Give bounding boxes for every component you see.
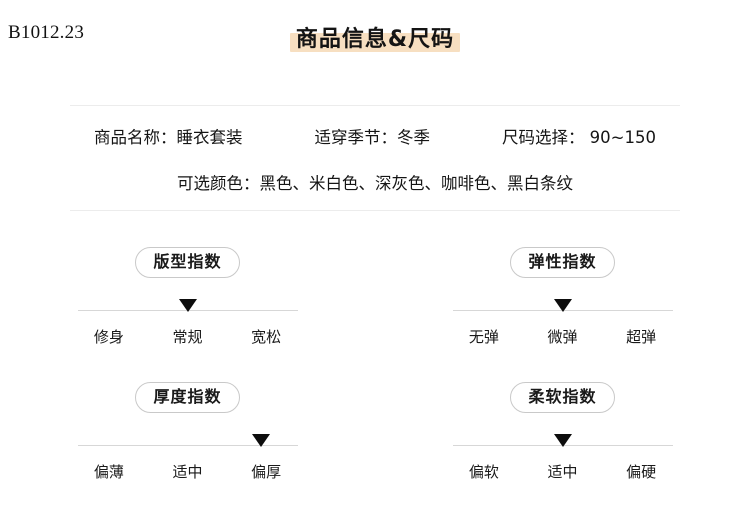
- gauge-elasticity-marker: [553, 299, 572, 312]
- info-size-range: 尺码选择： 90~150: [501, 128, 656, 147]
- gauge-thickness: 厚度指数 偏薄 适中 偏厚: [0, 375, 375, 510]
- product-colors-row: 可选颜色：黑色、米白色、深灰色、咖啡色、黑白条纹: [0, 172, 750, 196]
- info-colors: 可选颜色：黑色、米白色、深灰色、咖啡色、黑白条纹: [177, 174, 573, 193]
- gauge-thickness-line: [77, 445, 298, 446]
- index-gauges: 版型指数 修身 常规 宽松 弹性指数 无弹 微弹 超弹 厚度指数: [0, 240, 750, 510]
- gauge-elasticity: 弹性指数 无弹 微弹 超弹: [375, 240, 750, 375]
- gauge-softness-marker: [553, 434, 572, 447]
- gauge-elasticity-title: 弹性指数: [510, 247, 615, 278]
- gauge-thickness-option-2: 偏厚: [251, 463, 282, 481]
- gauge-fit-option-0: 修身: [93, 328, 124, 346]
- divider-top: [70, 105, 680, 106]
- gauge-thickness-marker: [251, 434, 270, 447]
- page-title-text: 商品信息&尺码: [295, 27, 455, 52]
- title-highlight-band: [289, 33, 461, 52]
- gauge-softness-option-1: 适中: [547, 463, 578, 481]
- gauge-fit-marker: [178, 299, 197, 312]
- gauge-thickness-labels: 偏薄 适中 偏厚: [70, 461, 306, 483]
- gauge-softness-title: 柔软指数: [510, 382, 615, 413]
- gauge-softness-track: [452, 431, 673, 457]
- gauge-elasticity-option-1: 微弹: [547, 328, 578, 346]
- gauge-softness-option-2: 偏硬: [626, 463, 657, 481]
- product-info-row: 商品名称：睡衣套装 适穿季节：冬季 尺码选择： 90~150: [70, 126, 680, 150]
- product-code: B1012.23: [8, 22, 85, 43]
- gauge-thickness-title: 厚度指数: [135, 382, 240, 413]
- gauge-elasticity-option-2: 超弹: [626, 328, 657, 346]
- gauge-elasticity-option-0: 无弹: [468, 328, 499, 346]
- gauge-thickness-option-1: 适中: [172, 463, 203, 481]
- info-season: 适穿季节：冬季: [314, 128, 430, 147]
- gauge-fit-labels: 修身 常规 宽松: [70, 326, 306, 348]
- gauge-thickness-option-0: 偏薄: [93, 463, 124, 481]
- divider-bottom: [70, 210, 680, 211]
- gauge-fit-option-1: 常规: [172, 328, 203, 346]
- gauge-thickness-track: [77, 431, 298, 457]
- page-title: 商品信息&尺码: [0, 24, 750, 58]
- info-product-name: 商品名称：睡衣套装: [94, 128, 243, 147]
- gauge-softness-labels: 偏软 适中 偏硬: [445, 461, 681, 483]
- gauge-elasticity-labels: 无弹 微弹 超弹: [445, 326, 681, 348]
- gauge-softness-option-0: 偏软: [468, 463, 499, 481]
- gauge-softness: 柔软指数 偏软 适中 偏硬: [375, 375, 750, 510]
- gauge-elasticity-track: [452, 296, 673, 322]
- gauge-fit-title: 版型指数: [135, 247, 240, 278]
- gauge-fit-track: [77, 296, 298, 322]
- gauge-fit: 版型指数 修身 常规 宽松: [0, 240, 375, 375]
- gauge-fit-option-2: 宽松: [251, 328, 282, 346]
